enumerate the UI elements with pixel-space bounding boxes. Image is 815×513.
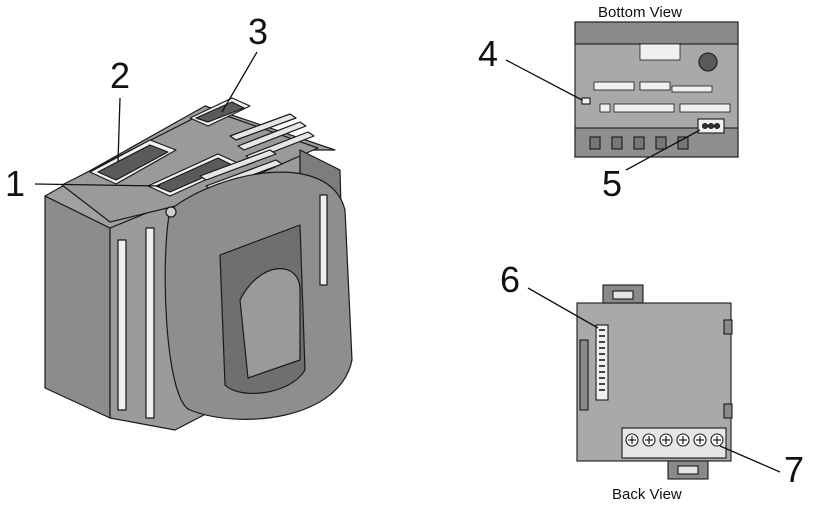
bottom-view-top-band xyxy=(574,21,739,45)
back-view-left-rail xyxy=(579,339,589,411)
leader-6 xyxy=(527,287,599,329)
leader-1 xyxy=(34,183,161,187)
leader-5 xyxy=(625,129,701,171)
back-view-title: Back View xyxy=(612,486,682,503)
main-unit-illustration xyxy=(44,97,353,431)
callout-6: 6 xyxy=(500,259,521,300)
side-pin-strip xyxy=(319,194,328,286)
front-vent-columns xyxy=(117,227,155,419)
back-view-connector-6 xyxy=(595,324,609,401)
leader-7 xyxy=(719,445,781,473)
bottom-view-component-rows xyxy=(593,43,731,113)
top-connector-3-inner xyxy=(195,101,245,123)
top-connector-2-inner xyxy=(97,144,169,181)
bottom-view-round-part xyxy=(698,52,718,72)
main-left-face xyxy=(44,195,111,419)
leader-4 xyxy=(505,59,583,101)
bottom-view-led-4 xyxy=(581,97,591,105)
back-view-terminal-block-7 xyxy=(621,427,727,459)
bottom-view-illustration xyxy=(574,21,739,158)
callout-3: 3 xyxy=(248,11,269,52)
callout-2: 2 xyxy=(110,55,131,96)
leader-2 xyxy=(117,97,121,163)
back-view-connector-6-pins xyxy=(599,329,605,391)
callout-5: 5 xyxy=(602,163,623,204)
back-view-illustration xyxy=(576,284,733,480)
front-screw xyxy=(165,206,177,218)
callout-4: 4 xyxy=(478,33,499,74)
callout-leader-lines xyxy=(34,51,781,473)
callout-7: 7 xyxy=(784,449,805,490)
bottom-view-title: Bottom View xyxy=(598,4,682,21)
back-view-right-tab-bottom xyxy=(723,403,733,419)
leader-3 xyxy=(221,51,258,113)
round-cover-arc xyxy=(239,268,301,379)
bottom-view-tabs xyxy=(589,136,689,150)
back-view-terminal-screw-slots xyxy=(628,436,721,444)
callout-1: 1 xyxy=(5,163,26,204)
back-view-right-tab-top xyxy=(723,319,733,335)
